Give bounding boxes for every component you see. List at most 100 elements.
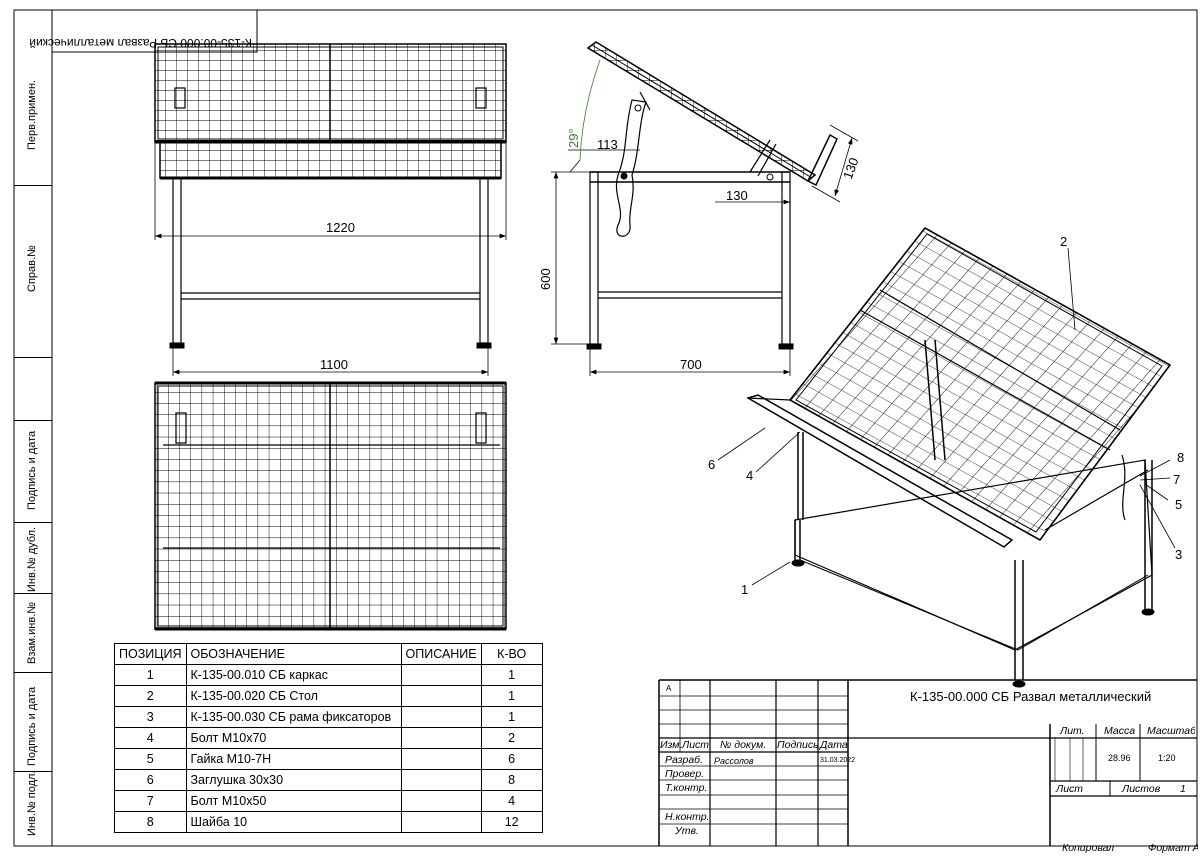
cell-desc — [400, 706, 482, 728]
tb-lit: Лит. — [1060, 725, 1085, 737]
mirrored-title: К-135-00.000 СБ Развал металлический — [29, 36, 252, 50]
dim-depth: 700 — [680, 357, 702, 372]
cell-qty: 1 — [480, 664, 543, 686]
cell-name: Заглушка 30х30 — [185, 769, 402, 791]
cell-pos: 3 — [114, 706, 187, 728]
cell-pos: 6 — [114, 769, 187, 791]
cell-pos: 8 — [114, 811, 187, 833]
tb-razrab-date: 31.03.2022 — [820, 757, 856, 764]
tb-massa: Масса — [1104, 725, 1136, 737]
tb-date: Дата — [820, 739, 848, 751]
tb-tkontr: Т.контр. — [665, 782, 708, 794]
side-label-inv-podl: Инв.№ подл. — [26, 770, 38, 836]
top-view — [154, 381, 507, 631]
callout-8: 8 — [1177, 450, 1185, 465]
cell-name: К-135-00.030 СБ рама фиксаторов — [185, 706, 402, 728]
dim-113: 113 — [597, 137, 618, 152]
title-block-lines — [658, 679, 1197, 846]
front-view — [154, 43, 507, 349]
cell-qty: 12 — [480, 811, 543, 833]
sheet-frame — [13, 9, 1198, 847]
tb-masshtab: Масштаб — [1147, 725, 1195, 737]
tb-sheet: Лист — [1056, 783, 1084, 795]
callout-6: 6 — [708, 457, 716, 472]
cell-desc — [400, 685, 482, 707]
cell-qty: 1 — [480, 685, 543, 707]
dim-width-top: 1220 — [326, 220, 355, 235]
callout-leaders — [717, 247, 1176, 586]
front-view-dimensions — [154, 44, 507, 376]
side-view — [586, 41, 838, 350]
side-label-podpis1: Подпись и дата — [26, 430, 38, 510]
callout-2: 2 — [1060, 234, 1068, 249]
side-view-dimensions — [551, 59, 859, 376]
tb-scale-value: 1:20 — [1158, 753, 1176, 763]
isometric-view — [746, 226, 1172, 688]
tb-sheets-value: 1 — [1180, 783, 1186, 795]
cell-pos: 4 — [114, 727, 187, 749]
cell-qty: 1 — [480, 706, 543, 728]
cell-desc — [400, 727, 482, 749]
tb-letter-a: А — [666, 684, 672, 693]
cell-qty: 2 — [480, 727, 543, 749]
cell-pos: 7 — [114, 790, 187, 812]
side-label-sprav: Справ.№ — [26, 245, 38, 292]
tb-massa-value: 28.96 — [1108, 753, 1131, 763]
callout-5: 5 — [1175, 497, 1183, 512]
callout-7: 7 — [1173, 472, 1181, 487]
tb-razrab: Разраб. — [665, 754, 703, 766]
cell-desc — [400, 811, 482, 833]
spec-header-row: ПОЗИЦИЯ ОБОЗНАЧЕНИЕ ОПИСАНИЕ К-ВО — [114, 643, 543, 665]
cell-pos: 2 — [114, 685, 187, 707]
dim-angle: 29° — [566, 128, 581, 148]
tb-nkontr: Н.контр. — [665, 811, 710, 823]
callout-1: 1 — [741, 582, 749, 597]
col-description: ОПИСАНИЕ — [400, 643, 482, 665]
tb-izm: Изм. — [660, 739, 683, 751]
tb-kopiroval: Копировал — [1062, 842, 1115, 854]
cell-pos: 5 — [114, 748, 187, 770]
cell-name: Гайка М10-7Н — [185, 748, 402, 770]
cell-name: Болт М10х70 — [185, 727, 402, 749]
dim-130-side: 130 — [726, 188, 748, 203]
cell-desc — [400, 790, 482, 812]
dim-width-bottom: 1100 — [320, 357, 348, 372]
side-label-podpis2: Подпись и дата — [26, 686, 38, 766]
col-quantity: К-ВО — [480, 643, 543, 665]
cell-name: К-135-00.020 СБ Стол — [185, 685, 402, 707]
cell-name: Шайба 10 — [185, 811, 402, 833]
cell-pos: 1 — [114, 664, 187, 686]
tb-doc: № докум. — [720, 739, 767, 751]
tb-designation: К-135-00.000 СБ Развал металлический — [910, 689, 1152, 704]
cell-qty: 6 — [480, 748, 543, 770]
tb-sign: Подпись — [777, 739, 819, 751]
tb-razrab-name: Рассолов — [714, 756, 754, 766]
side-label-vzam: Взам.инв.№ — [26, 601, 38, 664]
cell-desc — [400, 664, 482, 686]
cell-qty: 8 — [480, 769, 543, 791]
tb-list: Лист — [682, 739, 710, 751]
dim-height: 600 — [538, 268, 553, 290]
cell-desc — [400, 769, 482, 791]
tb-prover: Провер. — [665, 768, 705, 780]
col-designation: ОБОЗНАЧЕНИЕ — [185, 643, 402, 665]
tb-sheets: Листов — [1122, 783, 1161, 795]
cell-name: К-135-00.010 СБ каркас — [185, 664, 402, 686]
side-label-inv-dubl: Инв.№ дубл. — [26, 526, 38, 592]
callout-4: 4 — [746, 468, 754, 483]
side-label-perv: Перв.примен. — [26, 79, 38, 150]
callout-3: 3 — [1175, 547, 1183, 562]
cell-desc — [400, 748, 482, 770]
tb-utv: Утв. — [675, 825, 699, 837]
